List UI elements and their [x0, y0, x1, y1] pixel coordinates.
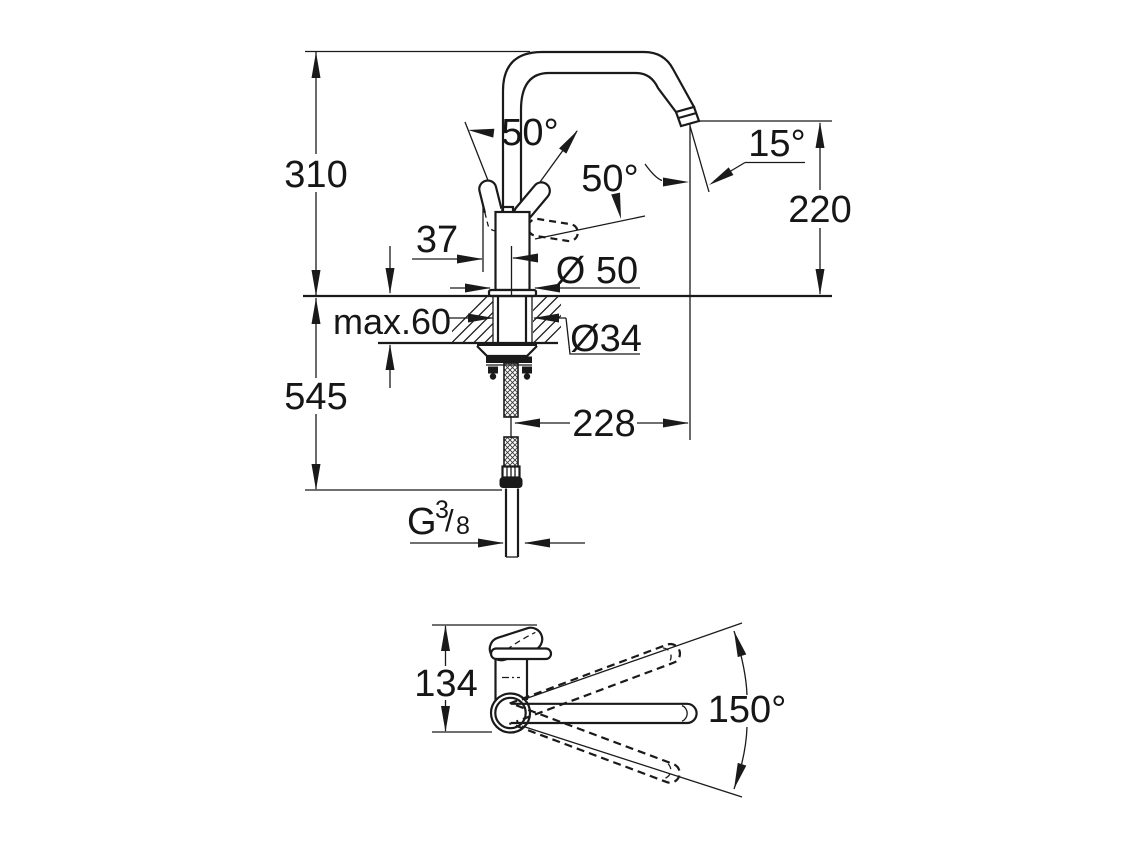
dim-swivel-angle: 150° [521, 622, 787, 798]
dim-counter-thickness-label: max.60 [333, 301, 451, 342]
handle-up-left [478, 179, 506, 232]
lever-front-bar [489, 647, 553, 661]
thread-denominator-label: 8 [456, 512, 470, 540]
dim-handle-angle-right: 50° [581, 158, 639, 220]
handle-positions [478, 179, 506, 232]
spout-bar [511, 702, 698, 725]
swivel-base-outer [489, 692, 532, 734]
bolt-foot-left [489, 373, 497, 380]
swivel-positions [508, 643, 681, 784]
dim-hole-diameter: Ø34 [448, 313, 642, 360]
dim-handle-offset-label: 37 [416, 219, 458, 261]
dim-handle-offset: 37 [412, 219, 538, 264]
mounting-hardware [476, 343, 538, 380]
thread-prefix-label: G [407, 501, 437, 543]
mounting-bolt-left [488, 366, 498, 374]
dim-outlet-angle-label: 15° [748, 123, 805, 165]
dim-outlet-angle: 15° [644, 123, 806, 189]
swivel-base-inner [494, 696, 527, 730]
dim-below-counter-label: 545 [284, 376, 347, 418]
dim-total-height: 310 [284, 52, 348, 296]
dim-spout-projection: 228 [514, 403, 689, 445]
hose-nut [499, 477, 523, 488]
dim-thread: G 3 / 8 [407, 496, 585, 548]
dim-handle-angle-right-label: 50° [581, 158, 638, 200]
swivel-limit-upper [521, 622, 743, 701]
side-view: 310 545 max.60 37 Ø [284, 50, 852, 558]
dim-total-height-label: 310 [284, 154, 347, 196]
dim-spout-projection-label: 228 [572, 403, 635, 445]
aerator-band-line [678, 111, 697, 120]
handle-left-axis-line [464, 121, 490, 184]
faucet-outline [501, 50, 701, 215]
dim-body-diameter: Ø 50 [450, 250, 640, 293]
outlet-tilt-axis-line [689, 125, 710, 193]
washer-band [486, 356, 532, 363]
braided-hose-lower [503, 436, 519, 469]
thread-numerator-label: 3 [435, 496, 449, 524]
faucet-body [487, 205, 538, 298]
swivel-limit-lower [521, 725, 743, 798]
counter-hatch-left [452, 297, 493, 342]
handle-down-dashed [527, 217, 579, 243]
flange-cone [476, 345, 538, 358]
dim-body-height-label: 134 [414, 663, 477, 705]
mounting-bolt-right [522, 366, 532, 374]
spout-position-down [508, 704, 681, 784]
dim-swivel-angle-label: 150° [708, 689, 787, 731]
body-cylinder [494, 210, 531, 292]
braided-hose-upper [503, 362, 519, 418]
bolt-foot-right [523, 373, 531, 380]
dim-outlet-height: 220 [788, 122, 852, 295]
supply-hose [499, 362, 523, 558]
spout-bar-cap [681, 704, 688, 722]
dim-handle-angle-left: 50° [467, 112, 582, 154]
dim-outlet-height-label: 220 [788, 189, 851, 231]
top-view-faucet [488, 626, 698, 734]
dim-handle-angle-left-label: 50° [501, 112, 558, 154]
dim-below-counter: 545 [284, 298, 348, 490]
dim-counter-thickness: max.60 [333, 246, 451, 388]
dim-body-diameter-label: Ø 50 [556, 250, 638, 292]
dim-body-height: 134 [414, 624, 537, 733]
spout-position-up [509, 643, 681, 723]
handle-down-axis-line [534, 215, 646, 240]
dim-hole-diameter-label: Ø34 [570, 318, 642, 360]
top-view: 150° 134 [414, 622, 787, 798]
thread-slash: / [445, 503, 454, 538]
